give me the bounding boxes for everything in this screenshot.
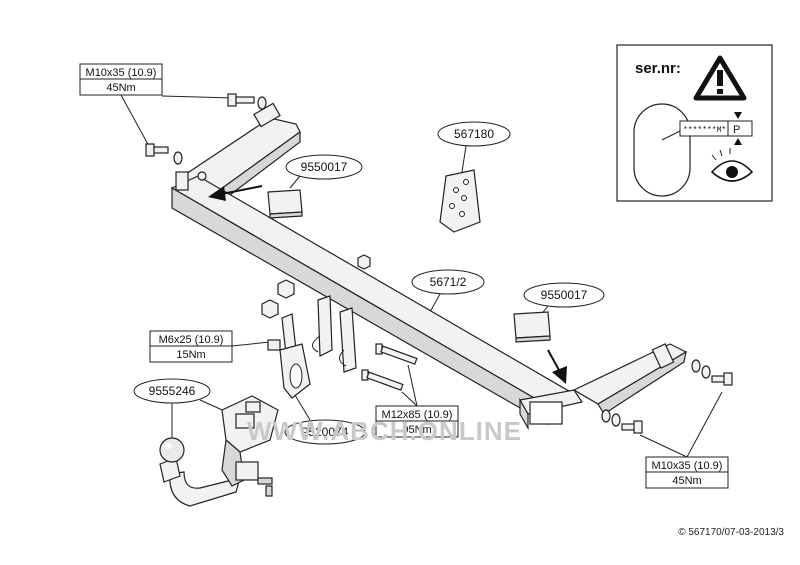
plate-right-number: 9550017: [541, 288, 588, 302]
bolt-m6-torque: 15Nm: [176, 349, 205, 361]
warning-triangle-icon: [693, 55, 747, 101]
label-ball: 9555246: [133, 378, 241, 440]
serial-plate-text: *******M*: [683, 126, 726, 135]
eye-icon: [710, 148, 754, 182]
label-bolt-m12: M12x85 (10.9) 95Nm: [375, 364, 459, 438]
serial-number-title: ser.nr:: [635, 60, 681, 77]
nut-icon: [261, 254, 371, 319]
label-bolt-m6: M6x25 (10.9) 15Nm: [149, 330, 271, 363]
bolt-m12-torque: 95Nm: [402, 424, 431, 436]
bolt-m12-size: M12x85 (10.9): [382, 409, 453, 421]
label-plate-right: 9550017: [523, 282, 605, 317]
ball-number: 9555246: [149, 384, 196, 398]
socket-plate: [279, 343, 311, 399]
plate-left-number: 9550017: [301, 160, 348, 174]
bolt-top-left-torque: 45Nm: [106, 82, 135, 94]
copyright-text: © 567170/07-03-2013/3: [678, 527, 784, 538]
bracket-number: 567180: [454, 127, 494, 141]
arrow-left: [208, 185, 263, 201]
label-bolt-top-left: M10x35 (10.9) 45Nm: [79, 63, 235, 149]
crossbar: [170, 102, 688, 431]
bolt-icon: [145, 93, 733, 434]
crossbar-number: 5671/2: [430, 275, 467, 289]
label-bracket: 567180: [437, 121, 511, 173]
watermark: WWW.ABCH.ONLINE: [247, 416, 522, 446]
bolt-bottom-right-torque: 45Nm: [672, 475, 701, 487]
serial-plate-suffix: P: [733, 124, 740, 136]
arrow-right: [547, 349, 567, 384]
bolt-bottom-right-size: M10x35 (10.9): [652, 460, 723, 472]
label-plate-left: 9550017: [285, 154, 363, 189]
bolt-m6-size: M6x25 (10.9): [159, 334, 224, 346]
serial-plate: *******M* P: [679, 112, 753, 145]
spacer-plate-left: [267, 189, 303, 219]
bracket-567180: [439, 169, 481, 233]
bolt-top-left-size: M10x35 (10.9): [86, 67, 157, 79]
label-bolt-bottom-right: M10x35 (10.9) 45Nm: [639, 391, 729, 489]
serial-number-box: ser.nr: *******M* P: [616, 44, 773, 202]
label-socket: 9520074: [284, 394, 366, 445]
towball-icon: [159, 395, 279, 507]
socket-number: 9520074: [302, 425, 349, 439]
spacer-plate-right: [513, 311, 551, 343]
